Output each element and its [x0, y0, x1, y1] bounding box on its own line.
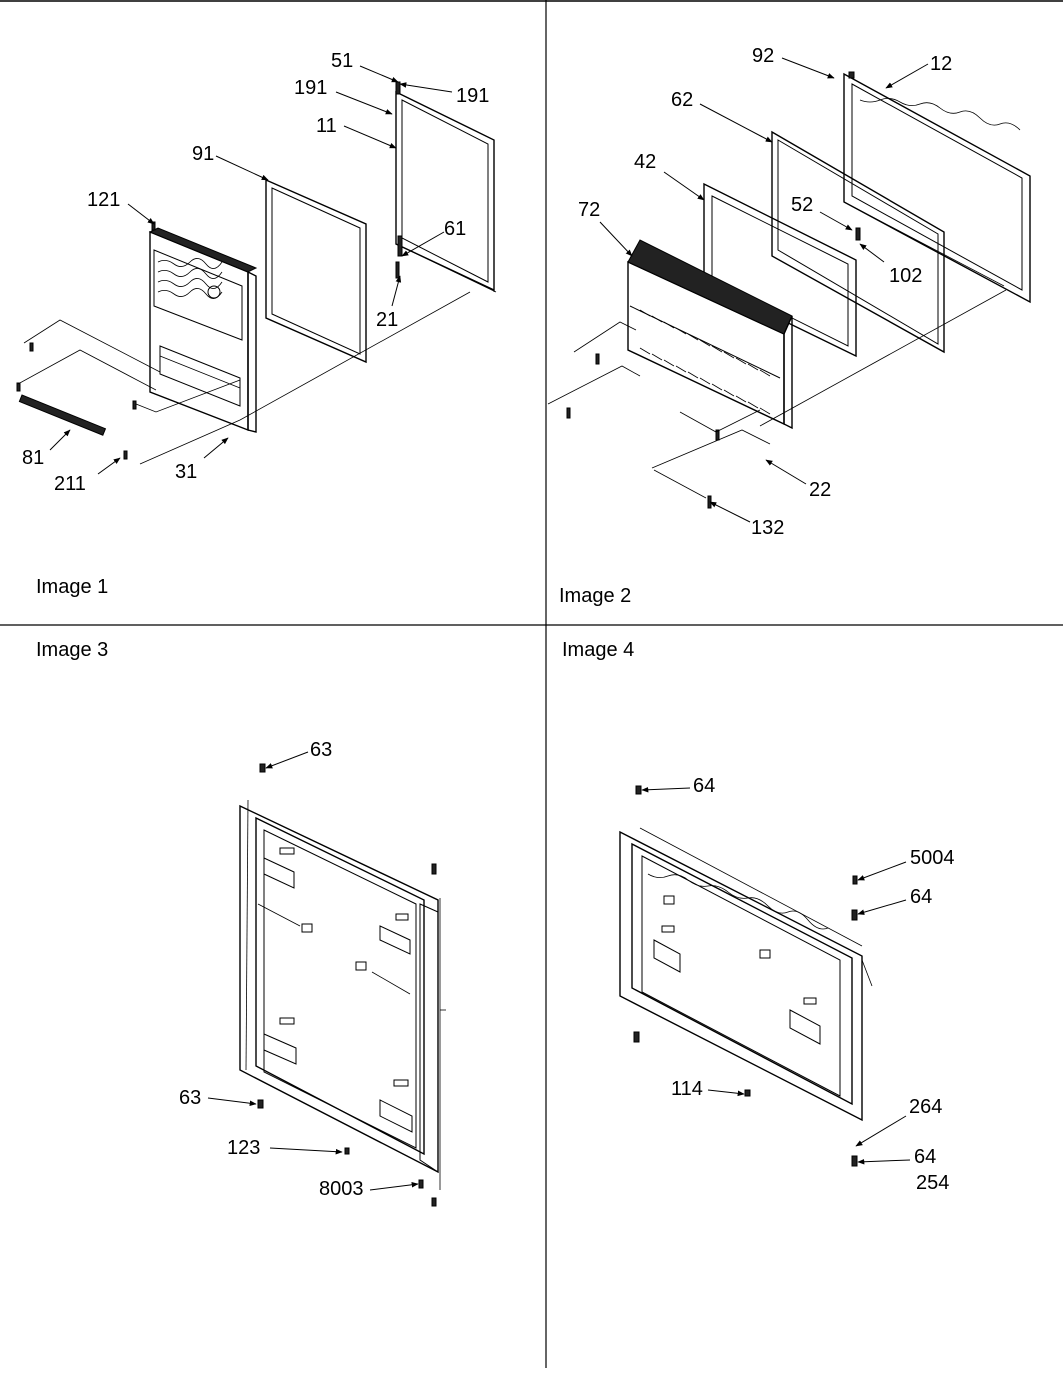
panel-1-callouts: 51 191 191 11 91 121 61 21 81 211 31 Ima… [22, 50, 489, 598]
callout-label: 62 [671, 89, 693, 111]
callout-label: 64 [914, 1146, 936, 1168]
callout-label: 81 [22, 447, 44, 469]
callout-label: 63 [179, 1087, 201, 1109]
callout-label: 5004 [910, 847, 955, 869]
callout-label: 264 [909, 1096, 942, 1118]
callout-label: 72 [578, 199, 600, 221]
panel-2-freezer-door-exploded-view [547, 71, 1031, 509]
freezer-liner-drawing [703, 182, 857, 358]
callout-label: 121 [87, 189, 120, 211]
callout-label: 63 [310, 739, 332, 761]
callout-label: 61 [444, 218, 466, 240]
callout-label: 22 [809, 479, 831, 501]
callout-label: 91 [192, 143, 214, 165]
panel-caption: Image 4 [562, 639, 634, 661]
callout-label: 8003 [319, 1178, 364, 1200]
callout-label: 123 [227, 1137, 260, 1159]
callout-label: 64 [910, 886, 932, 908]
panel-3-callouts: 63 63 123 8003 Image 3 [36, 639, 419, 1200]
callout-label: 211 [54, 473, 86, 495]
callout-label: 132 [751, 517, 784, 539]
callout-label: 52 [791, 194, 813, 216]
panel-4-freezer-frame-view [619, 785, 873, 1167]
callout-label: 12 [930, 53, 952, 75]
panel-4-callouts: 64 5004 64 114 264 64 254 Image 4 [562, 639, 955, 1194]
shelf-unit-drawing [627, 239, 793, 430]
callout-label: 64 [693, 775, 715, 797]
panel-1-door-exploded-view [16, 81, 497, 465]
callout-label: 254 [916, 1172, 949, 1194]
panel-caption: Image 3 [36, 639, 108, 661]
outer-door-frame-drawing [843, 72, 1031, 304]
panel-3-door-frame-view [239, 763, 446, 1207]
callout-label: 102 [889, 265, 922, 287]
callout-label: 92 [752, 45, 774, 67]
freezer-gasket-drawing [771, 130, 945, 354]
panel-caption: Image 2 [559, 585, 631, 607]
callout-label: 114 [671, 1078, 703, 1100]
callout-label: 191 [456, 85, 489, 107]
gasket-drawing [265, 178, 367, 364]
panel-2-callouts: 92 12 62 42 52 72 102 22 132 Image 2 [559, 45, 952, 607]
callout-label: 21 [376, 309, 398, 331]
callout-label: 191 [294, 77, 327, 99]
door-panel-drawing [18, 227, 258, 436]
callout-label: 42 [634, 151, 656, 173]
panel-caption: Image 1 [36, 576, 108, 598]
callout-label: 11 [316, 115, 337, 137]
callout-label: 31 [175, 461, 197, 483]
callout-label: 51 [331, 50, 353, 72]
